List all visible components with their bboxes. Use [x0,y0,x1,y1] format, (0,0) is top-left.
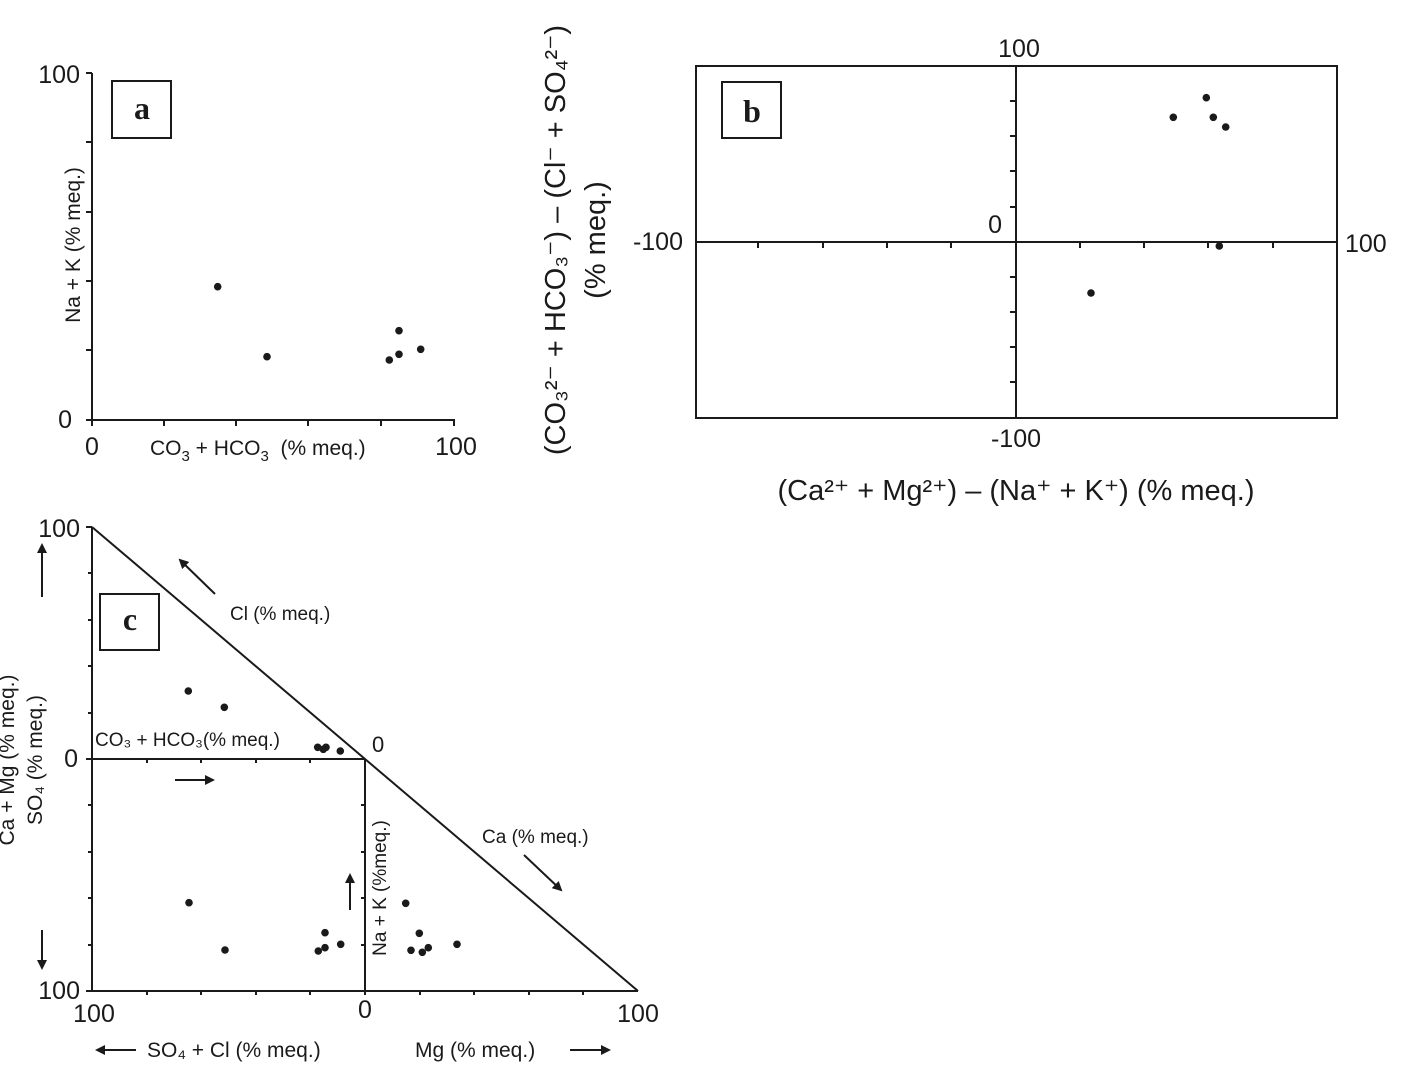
panel-a: 100 0 0 100 CO3 + HCO3 (% meq.) Na + K (… [38,61,477,465]
panel-c-nak-label: Na + K (%meq.) [370,820,391,956]
data-point [221,946,229,954]
panel-c-frame [91,526,639,992]
panel-c-cl-label: Cl (% meq.) [230,604,330,625]
panel-b-y-axis-label-line2: (% meq.) [580,181,612,299]
panel-b-top-label: 100 [998,35,1040,63]
panel-c-cl-arrow-icon [178,558,216,595]
panel-b-letter: b [743,93,761,129]
data-point [263,352,271,361]
panel-a-x-axis-label: CO3 + HCO3 (% meq.) [150,437,366,465]
panel-a-letter: a [134,90,150,126]
data-point [1202,93,1211,102]
panel-a-y-min-label: 0 [58,406,72,434]
data-point [322,743,330,752]
panel-c-left-axis-label-line1: Ca + Mg (% meq.) [0,675,19,846]
panel-a-ticks [86,72,455,426]
data-point [314,947,323,955]
panel-c-ticks [86,526,584,995]
panel-a-axes [91,73,455,421]
panel-c-so4cl-label: SO₄ + Cl (% meq.) [147,1039,321,1062]
data-point [415,929,424,938]
panel-a-x-max-label: 100 [435,433,477,461]
panel-c-anion-points [184,687,345,755]
data-point [1087,289,1095,297]
data-point [453,940,461,949]
panel-b-right-label: 100 [1345,230,1387,258]
panel-c-bottom-left-label: 100 [73,1000,115,1028]
panel-a-data-points [213,282,425,364]
data-point [1169,113,1178,122]
panel-b: 100 -100 -100 100 0 (Ca²⁺ + Mg²⁺) – (Na⁺… [540,25,1387,507]
data-point [321,943,329,952]
data-point [395,326,403,335]
data-point [401,899,410,908]
panel-c-letter-box [99,593,160,651]
data-point [1221,123,1230,131]
data-point [185,898,193,907]
panel-b-x-axis-label: (Ca²⁺ + Mg²⁺) – (Na⁺ + K⁺) (% meq.) [778,475,1255,507]
panel-c-origin-label: 0 [372,732,384,757]
panel-a-y-axis-label: Na + K (% meq.) [62,167,85,323]
panel-b-letter-box [721,81,782,139]
panel-c-bottom-right-label: 100 [617,1000,659,1028]
panel-c-cation-points [401,899,461,957]
data-point [336,940,345,949]
panel-c-left-axis-label-line2: SO₄ (% meq.) [24,695,47,825]
panel-b-bottom-label: -100 [991,425,1041,453]
panel-b-ticks [757,100,1274,419]
panel-c-letter: c [123,601,137,637]
panel-c-left-bottom-label: 100 [38,977,80,1005]
panel-c-mg-label: Mg (% meq.) [415,1039,535,1062]
data-point [424,943,433,952]
data-point [220,703,229,712]
data-point [213,282,222,291]
data-point [385,356,394,364]
panel-c-top-label: 100 [38,515,80,543]
data-point [1215,242,1224,250]
panel-c-ca-label: Ca (% meq.) [482,827,589,848]
data-point [416,345,425,354]
panel-a-x-min-label: 0 [85,433,99,461]
panel-b-y-axis-label-line1: (CO₃²⁻ + HCO₃⁻) – (Cl⁻ + SO₄²⁻) [540,25,572,455]
panel-c-left-zero-label: 0 [64,745,78,773]
panel-b-origin-label: 0 [988,211,1002,239]
data-point [407,946,415,955]
data-point [336,747,345,755]
panel-c-ca-arrow-icon [523,854,563,892]
data-point [418,948,427,957]
panel-c: 100 0 100 100 0 100 0 Cl (% meq.) Ca (% … [0,515,659,1062]
panel-b-left-label: -100 [633,228,683,256]
panel-b-data-points [1087,93,1230,297]
data-point [395,350,403,359]
panel-a-letter-box [111,80,172,139]
panel-c-co3-label: CO₃ + HCO₃(% meq.) [95,730,280,751]
data-point [184,687,193,695]
panel-c-bottom-center-label: 0 [358,996,372,1024]
data-point [321,928,329,937]
panel-c-square-points [185,898,345,955]
panel-a-y-max-label: 100 [38,61,80,89]
data-point [1209,113,1218,122]
panel-b-axes [696,66,1337,418]
